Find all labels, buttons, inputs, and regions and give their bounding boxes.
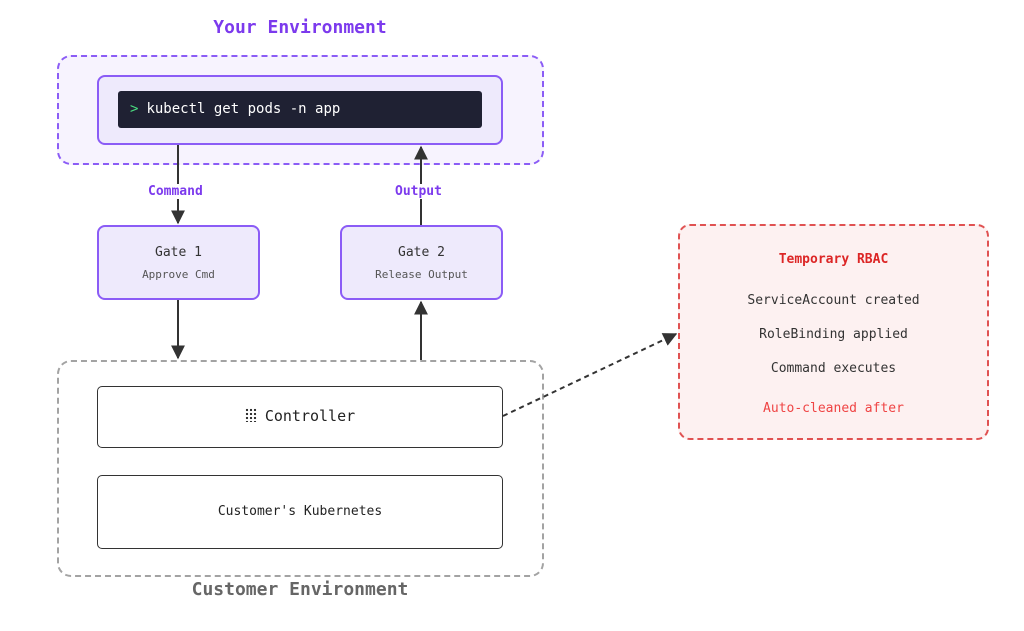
rbac-step-rolebinding: RoleBinding applied xyxy=(759,327,908,342)
command-label: Command xyxy=(146,184,205,199)
rbac-title: Temporary RBAC xyxy=(778,252,889,267)
terminal-command: kubectl get pods -n app xyxy=(146,101,341,117)
customer-kubernetes-label: Customer's Kubernetes xyxy=(217,504,383,519)
gate-1-title: Gate 1 xyxy=(155,245,202,260)
terminal-window: > kubectl get pods -n app xyxy=(118,91,482,128)
gate-2-title: Gate 2 xyxy=(398,245,445,260)
customer-kubernetes-box: Customer's Kubernetes xyxy=(97,475,503,549)
rbac-cleanup-note: Auto-cleaned after xyxy=(763,401,904,416)
controller-icon xyxy=(244,408,257,422)
prompt-symbol: > xyxy=(130,101,139,117)
rbac-step-serviceaccount: ServiceAccount created xyxy=(747,293,920,308)
controller-to-rbac-dotted-arrow xyxy=(502,333,678,417)
customer-environment-title: Customer Environment xyxy=(191,579,409,600)
gate-2-box: Gate 2 Release Output xyxy=(340,225,503,300)
controller-label: Controller xyxy=(264,407,356,425)
gate-1-box: Gate 1 Approve Cmd xyxy=(97,225,260,300)
controller-box: Controller xyxy=(97,386,503,448)
gate-1-subtitle: Approve Cmd xyxy=(142,268,215,281)
rbac-step-command: Command executes xyxy=(770,361,897,376)
output-label: Output xyxy=(393,184,444,199)
gate-2-subtitle: Release Output xyxy=(375,268,468,281)
temporary-rbac-box xyxy=(678,224,989,440)
your-environment-title: Your Environment xyxy=(213,17,387,38)
